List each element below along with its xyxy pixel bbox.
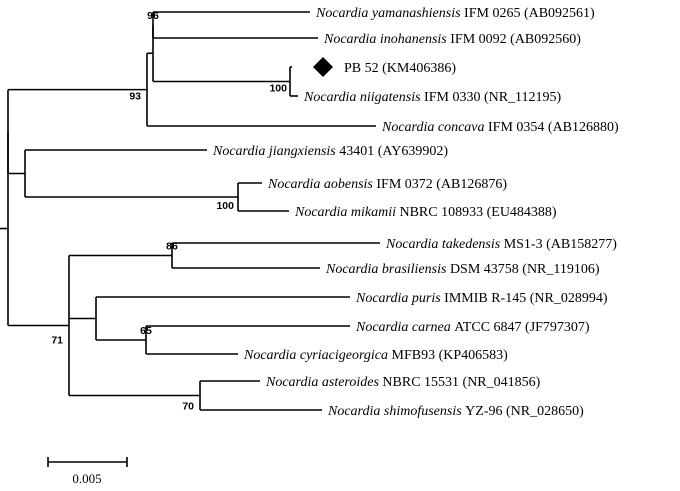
taxon-species: Nocardia cyriacigeorgica [243, 348, 388, 363]
diamond-marker-icon [313, 57, 333, 77]
taxon-species: Nocardia carnea [355, 320, 451, 335]
taxon-species: Nocardia inohanensis [323, 32, 447, 47]
taxon-label-t11: Nocardia puris IMMIB R-145 (NR_028994) [355, 291, 608, 306]
taxon-label-t10: Nocardia brasiliensis DSM 43758 (NR_1191… [325, 262, 600, 277]
bootstrap-group-b: 71 [51, 335, 63, 347]
taxon-species: Nocardia brasiliensis [325, 262, 447, 277]
taxon-strain: IFM 0354 (AB126880) [485, 120, 620, 135]
taxon-strain: IFM 0265 (AB092561) [461, 6, 596, 21]
taxon-species: Nocardia aobensis [267, 177, 373, 192]
taxon-label-t6: Nocardia jiangxiensis 43401 (AY639902) [212, 144, 448, 159]
taxon-species: Nocardia yamanashiensis [315, 6, 461, 21]
bootstrap-pb52-niigatensis: 100 [269, 83, 287, 95]
taxon-species: Nocardia mikamii [294, 205, 396, 220]
taxon-label-t5: Nocardia concava IFM 0354 (AB126880) [381, 120, 619, 135]
taxon-strain: NBRC 15531 (NR_041856) [379, 375, 541, 390]
bootstrap-aobensis-mikamii: 100 [216, 200, 234, 212]
tree-branches [0, 11, 380, 411]
taxon-strain: YZ-96 (NR_028650) [462, 404, 584, 419]
taxon-label-t13: Nocardia cyriacigeorgica MFB93 (KP406583… [243, 348, 508, 363]
taxon-strain: IFM 0330 (NR_112195) [421, 90, 562, 105]
taxon-label-t8: Nocardia mikamii NBRC 108933 (EU484388) [294, 205, 557, 220]
taxon-label-t3: PB 52 (KM406386) [344, 61, 456, 76]
taxon-label-t1: Nocardia yamanashiensis IFM 0265 (AB0925… [315, 6, 595, 21]
taxon-strain: IFM 0372 (AB126876) [373, 177, 508, 192]
bootstrap-yamanashiensis-inohanensis: 96 [147, 10, 159, 22]
taxon-species: Nocardia concava [381, 120, 485, 135]
taxon-strain: PB 52 (KM406386) [344, 61, 456, 76]
bootstrap-asteroides-shimofusensis: 70 [182, 401, 194, 413]
bootstrap-group-a: 93 [129, 91, 141, 103]
taxon-species: Nocardia shimofusensis [327, 404, 462, 419]
taxon-label-t2: Nocardia inohanensis IFM 0092 (AB092560) [323, 32, 581, 47]
taxon-strain: ATCC 6847 (JF797307) [451, 320, 590, 335]
taxon-species: Nocardia niigatensis [303, 90, 421, 105]
taxon-species: Nocardia asteroides [265, 375, 379, 390]
taxon-label-t12: Nocardia carnea ATCC 6847 (JF797307) [355, 320, 590, 335]
taxon-label-t15: Nocardia shimofusensis YZ-96 (NR_028650) [327, 404, 584, 419]
taxon-species: Nocardia jiangxiensis [212, 144, 336, 159]
taxon-label-t4: Nocardia niigatensis IFM 0330 (NR_112195… [303, 90, 562, 105]
taxon-strain: MFB93 (KP406583) [388, 348, 508, 363]
taxon-label-t9: Nocardia takedensis MS1-3 (AB158277) [385, 237, 617, 252]
scale-bar-label: 0.005 [72, 471, 101, 486]
taxon-species: Nocardia takedensis [385, 237, 501, 252]
taxon-strain: IMMIB R-145 (NR_028994) [441, 291, 608, 306]
taxon-species: Nocardia puris [355, 291, 441, 306]
taxon-strain: NBRC 108933 (EU484388) [396, 205, 557, 220]
tree-labels: Nocardia yamanashiensis IFM 0265 (AB0925… [212, 6, 619, 419]
taxon-label-t7: Nocardia aobensis IFM 0372 (AB126876) [267, 177, 507, 192]
taxon-strain: 43401 (AY639902) [336, 144, 449, 159]
taxon-label-t14: Nocardia asteroides NBRC 15531 (NR_04185… [265, 375, 541, 390]
bootstrap-carnea-cyriacigeorgica: 65 [140, 325, 152, 337]
bootstrap-takedensis-brasiliensis: 86 [166, 241, 178, 253]
taxon-strain: DSM 43758 (NR_119106) [446, 262, 599, 277]
taxon-strain: IFM 0092 (AB092560) [447, 32, 582, 47]
bootstrap-values: 96 100 93 100 86 65 70 71 [51, 10, 287, 413]
taxon-strain: MS1-3 (AB158277) [500, 237, 617, 252]
scale-bar: 0.005 [47, 457, 128, 486]
